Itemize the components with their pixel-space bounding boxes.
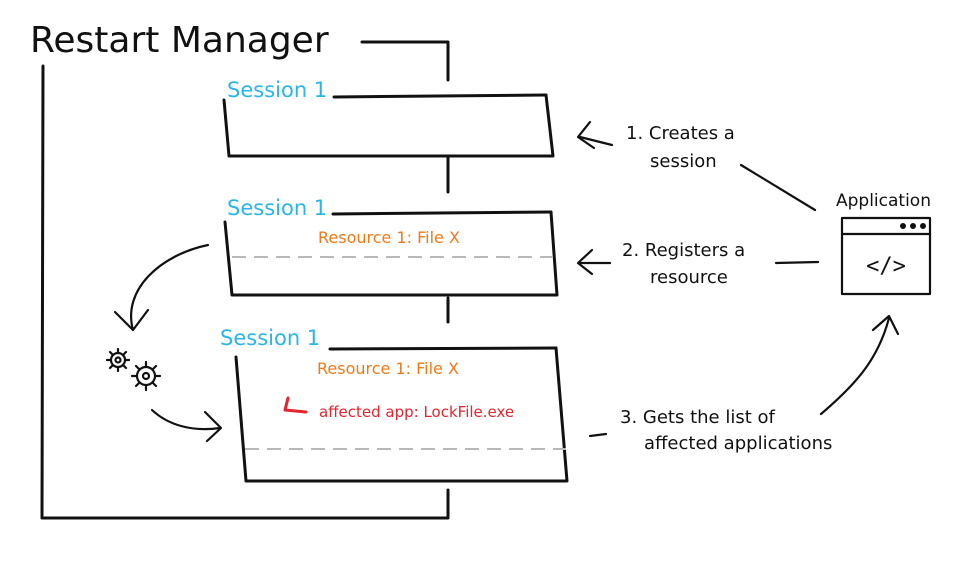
gears-icon bbox=[105, 347, 162, 392]
session-3-resource: Resource 1: File X bbox=[317, 359, 459, 378]
code-window-icon: </> bbox=[840, 216, 932, 296]
session-box-3: Session 1 Resource 1: File X affected ap… bbox=[220, 326, 569, 483]
step-3-line-1: 3. Gets the list of bbox=[620, 407, 776, 428]
session-3-label: Session 1 bbox=[220, 326, 320, 350]
curved-arrow-right bbox=[150, 408, 222, 431]
step-3-arrow-up bbox=[819, 316, 891, 416]
window-dot-2 bbox=[910, 223, 916, 229]
session-box-1-top bbox=[332, 93, 548, 99]
session-box-1-frame bbox=[222, 93, 555, 158]
step-1-arrow-shaft bbox=[578, 135, 614, 147]
container-left-bottom-edge bbox=[40, 64, 450, 520]
session-1-label: Session 1 bbox=[227, 78, 327, 102]
session-2-label: Session 1 bbox=[227, 196, 327, 220]
curved-arrow-down-head bbox=[113, 308, 150, 332]
curved-arrow-right-head bbox=[203, 410, 223, 443]
step-2-arrow-head bbox=[576, 248, 594, 276]
step-3-line-2: affected applications bbox=[644, 433, 832, 454]
application-label: Application bbox=[836, 191, 931, 211]
session-box-3-frame bbox=[234, 346, 569, 483]
step-1-line-1: 1. Creates a bbox=[626, 123, 735, 144]
application-window-frame bbox=[840, 216, 932, 296]
window-dot-3 bbox=[920, 223, 926, 229]
step-1-connector bbox=[739, 163, 817, 212]
step-3-connector-left bbox=[588, 432, 608, 438]
step-3-arrow-up-head bbox=[871, 314, 900, 336]
session-box-2-frame bbox=[223, 210, 559, 297]
code-symbol: </> bbox=[866, 254, 906, 279]
window-dot-1 bbox=[900, 223, 906, 229]
session-box-2: Session 1 Resource 1: File X bbox=[223, 196, 559, 297]
container-top-edge bbox=[360, 40, 450, 82]
session-box-1: Session 1 bbox=[222, 78, 555, 158]
diagram-title: Restart Manager bbox=[30, 20, 329, 61]
step-1-line-2: session bbox=[650, 151, 717, 172]
session-2-resource: Resource 1: File X bbox=[318, 228, 460, 247]
affected-marker-icon bbox=[283, 396, 308, 414]
affected-app-label: affected app: LockFile.exe bbox=[319, 403, 514, 421]
step-1-arrow-head bbox=[576, 120, 596, 150]
step-2-connector bbox=[774, 260, 820, 265]
session-box-2-top bbox=[331, 210, 553, 216]
step-2-line-1: 2. Registers a bbox=[622, 240, 745, 261]
curved-arrow-down bbox=[130, 243, 210, 332]
session-box-3-top bbox=[328, 346, 558, 351]
step-2-line-2: resource bbox=[650, 267, 728, 288]
